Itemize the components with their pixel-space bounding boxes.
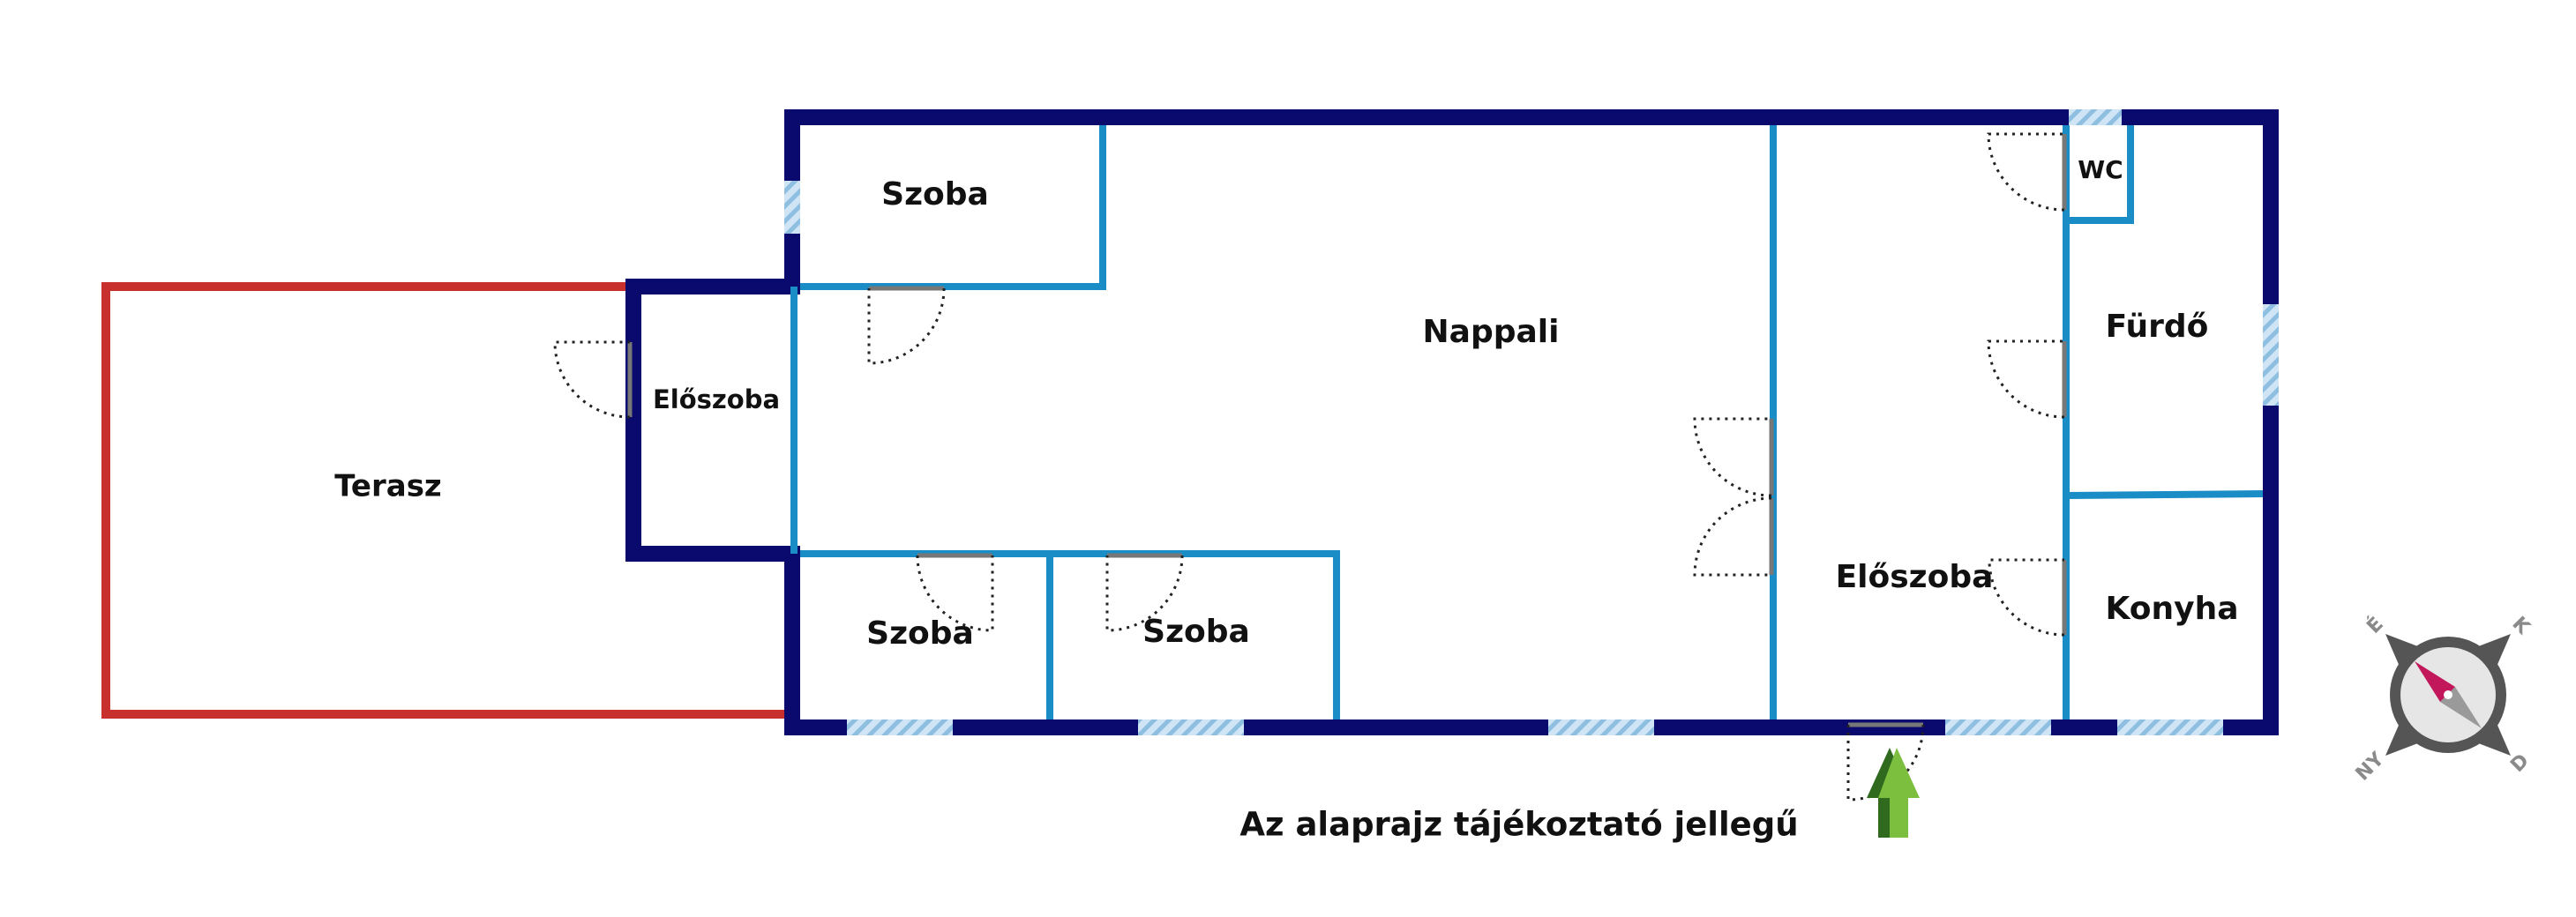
room-label-nappali: Nappali [1423, 314, 1560, 350]
double-door [1693, 417, 1774, 577]
door [1105, 553, 1184, 632]
window [2069, 109, 2122, 125]
window [847, 719, 953, 735]
door [1987, 339, 2067, 419]
entrance-arrow-icon [1867, 748, 1920, 838]
room-label-furdo: Fürdő [2106, 309, 2209, 345]
entrance-door [1846, 722, 1925, 801]
room-label-szoba-bottom-left: Szoba [866, 615, 974, 652]
compass-letter-east: K [2507, 613, 2534, 639]
window [1138, 719, 1244, 735]
room-label-terasz: Terasz [334, 469, 441, 504]
compass-icon: É K D NY [2352, 613, 2535, 786]
window [2263, 304, 2279, 406]
room-label-wc: WC [2078, 155, 2123, 184]
room-label-szoba-bottom-mid: Szoba [1142, 614, 1250, 650]
door [916, 553, 994, 632]
windows [784, 109, 2279, 735]
compass-letter-south: D [2506, 749, 2534, 777]
doors [553, 132, 2067, 801]
door [553, 340, 633, 419]
room-label-konyha: Konyha [2105, 591, 2238, 627]
window [1945, 719, 2051, 735]
compass-letter-north: É [2363, 613, 2388, 638]
window [2117, 719, 2223, 735]
door [1987, 132, 2067, 212]
inner-walls [790, 125, 2264, 719]
door [1988, 558, 2067, 637]
room-label-eloszoba-right: Előszoba [1836, 559, 1994, 595]
room-label-szoba-top: Szoba [881, 176, 989, 212]
window [1548, 719, 1654, 735]
door [867, 286, 946, 365]
room-label-eloszoba-left: Előszoba [653, 384, 780, 414]
disclaimer-note: Az alaprajz tájékoztató jellegű [1239, 806, 1798, 844]
window [784, 181, 800, 234]
outer-walls [625, 109, 2279, 735]
compass-letter-west: NY [2352, 748, 2390, 786]
terrace-outline [101, 282, 785, 719]
